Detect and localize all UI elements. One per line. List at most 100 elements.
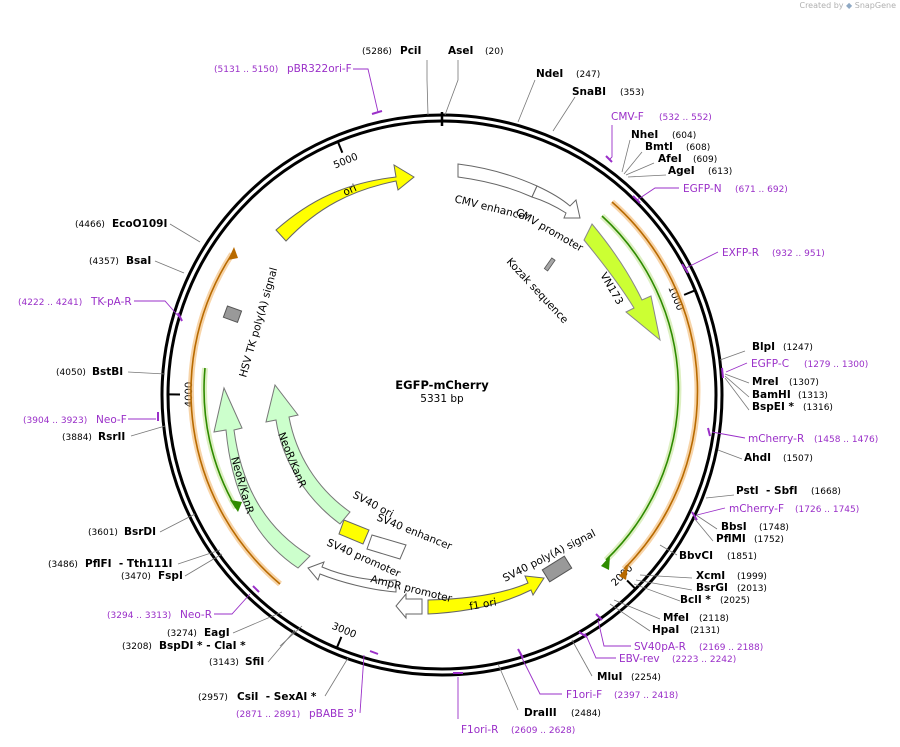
leader-draiii [497, 663, 519, 711]
primer-mark-pbabe [369, 650, 379, 655]
orf-inner-left-line [203, 367, 237, 509]
primer-labels: (5131 .. 5150) pBR322ori-F CMV-F (532 ..… [18, 63, 878, 736]
feature-sv40-enhancer [366, 534, 407, 560]
primer-pos-mcherry-r: (1458 .. 1476) [814, 435, 878, 445]
site-pos-pcii: (5286) [362, 47, 392, 57]
feature-vn173 [583, 223, 661, 342]
leader-bmti [623, 151, 643, 175]
primer-name-pbabe: pBABE 3' [309, 708, 357, 720]
tick-mark-5000 [337, 142, 344, 154]
feature-ori [275, 164, 415, 242]
feature-label-kozak-sequence: Kozak sequence [504, 256, 571, 326]
primer-leader-mcherry-f [696, 507, 726, 516]
feature-ampr-promoter [395, 592, 423, 620]
orf-outer-right-line [611, 201, 699, 570]
site-pos-asei: (20) [485, 47, 503, 57]
site-name-sfii: SfiI [245, 656, 264, 668]
site-name-pflfi-tth111i: PflFI - Tth111I [85, 558, 172, 570]
feature-sv40-polya [541, 555, 573, 583]
site-pos-mrei: (1307) [789, 378, 819, 388]
leader-hpai [609, 603, 651, 632]
site-name-eagi: EagI [204, 627, 230, 639]
leader-bstbi [127, 371, 166, 375]
leader-pcii [426, 60, 429, 116]
feature-neor-kanr-inner [265, 383, 351, 525]
credit-prefix: Created by [799, 1, 844, 10]
feature-sv40-promoter [307, 561, 397, 593]
site-pos-ndei: (247) [576, 70, 600, 80]
site-pos-hpai: (2131) [690, 626, 720, 636]
leader-bsai [154, 260, 185, 274]
leader-bbvci [659, 544, 678, 556]
primer-leader-ebv-rev [584, 632, 616, 659]
site-pos-bspdi-clai: (3208) [122, 642, 152, 652]
primer-name-cmv-f: CMV-F [611, 111, 644, 123]
feature-f1-ori [427, 575, 545, 615]
leader-asei [444, 60, 459, 116]
primer-pos-ebv-rev: (2223 .. 2242) [672, 655, 736, 665]
feature-hsv-tk-polya [222, 305, 243, 324]
site-pos-bbsi: (1748) [759, 523, 789, 533]
site-pos-draiii: (2484) [571, 709, 601, 719]
primer-mark-tk-pa-r [177, 312, 183, 322]
feature-label-hsv-tk-polya: HSV TK poly(A) signal [237, 266, 280, 379]
site-name-bmti: BmtI [645, 141, 673, 153]
site-pos-fspi: (3470) [121, 572, 151, 582]
primer-mark-f1ori-f [517, 648, 524, 659]
primer-pos-mcherry-f: (1726 .. 1745) [795, 505, 859, 515]
primer-name-neo-f: Neo-F [96, 414, 127, 426]
primer-leader-exfp-r [685, 251, 719, 269]
site-pos-bsrgi: (2013) [737, 584, 767, 594]
primer-name-neo-r: Neo-R [180, 609, 212, 621]
plasmid-size: 5331 bp [420, 393, 464, 405]
primer-leader-f1ori-f [519, 653, 562, 695]
site-pos-sfii: (3143) [209, 658, 239, 668]
site-pos-pflmi: (1752) [754, 535, 784, 545]
orf-outer-left-line [190, 253, 281, 585]
feature-kozak-sequence [543, 257, 556, 272]
primer-pos-tk-pa-r: (4222 .. 4241) [18, 298, 82, 308]
site-pos-mlui: (2254) [631, 673, 661, 683]
site-name-hpai: HpaI [652, 624, 679, 636]
feature-neor-kanr-outer [213, 386, 311, 569]
site-pos-xcmi: (1999) [737, 572, 767, 582]
primer-name-exfp-r: EXFP-R [722, 247, 759, 259]
feature-cmv-enhancer [457, 163, 538, 198]
site-name-bsrdi: BsrDI [124, 526, 156, 538]
site-labels: (5286) PciI AseI (20) NdeI (247) SnaBI (… [48, 45, 841, 719]
leader-bspei [724, 377, 750, 411]
primer-name-f1ori-r: F1ori-R [461, 724, 498, 736]
leader-ndei [517, 79, 536, 123]
site-pos-pflfi-tth111i: (3486) [48, 560, 78, 570]
snapgene-credit: Created by ◆ SnapGene [799, 1, 896, 10]
orf-outer-left-arrow [228, 247, 238, 260]
primer-name-mcherry-r: mCherry-R [748, 433, 804, 445]
snapgene-logo-icon: ◆ [846, 1, 853, 10]
site-name-rsrii: RsrII [98, 431, 125, 443]
site-name-draiii: DraIII [524, 707, 557, 719]
leader-mrei [724, 373, 750, 384]
site-name-bbsi: BbsI [721, 521, 747, 533]
site-name-psti-sbfi: PstI - SbfI [736, 485, 798, 497]
site-name-ecoo109i: EcoO109I [112, 218, 167, 230]
primer-pos-cmv-f: (532 .. 552) [659, 113, 712, 123]
orf-inner-left-arrow [230, 500, 242, 512]
site-name-bcli: BclI * [680, 594, 711, 606]
site-pos-agei: (613) [708, 167, 732, 177]
site-name-bamhi: BamHI [752, 389, 791, 401]
primer-name-pbr322ori-f: pBR322ori-F [287, 63, 352, 75]
features [213, 163, 661, 620]
feature-label-ori: ori [341, 182, 358, 199]
primer-markers [128, 68, 748, 719]
feature-cmv-promoter [531, 185, 581, 219]
site-name-ahdi: AhdI [744, 452, 771, 464]
site-pos-mfei: (2118) [699, 614, 729, 624]
site-name-bbvci: BbvCI [679, 550, 713, 562]
primer-pos-egfp-c: (1279 .. 1300) [804, 360, 868, 370]
tick-label-3000: 3000 [330, 621, 358, 641]
primer-name-sv40pa-r: SV40pA-R [634, 641, 686, 653]
primer-mark-cmv-f [605, 155, 613, 163]
site-name-mfei: MfeI [663, 612, 689, 624]
site-name-csii-sexai: CsiI - SexAI * [237, 691, 317, 703]
